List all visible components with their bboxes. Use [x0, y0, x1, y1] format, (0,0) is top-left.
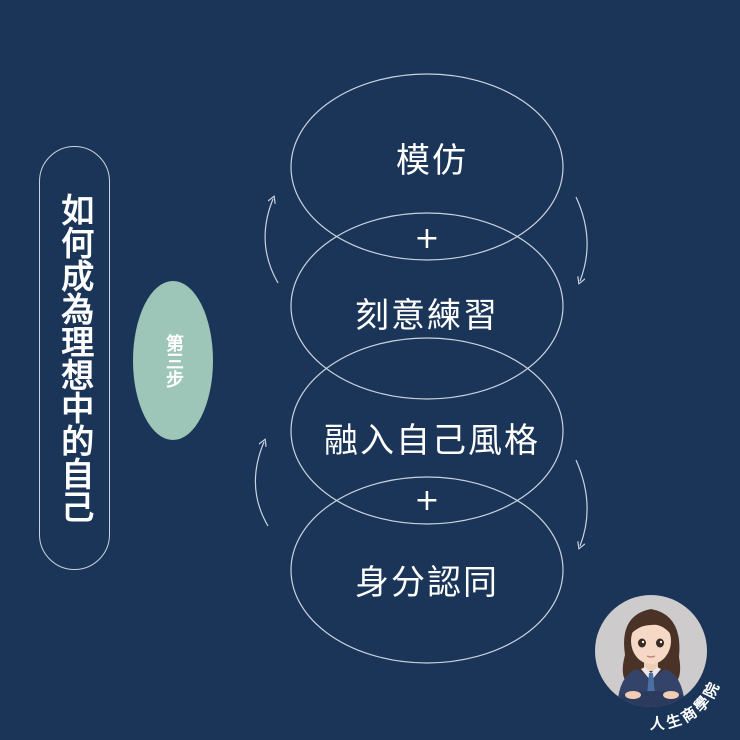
- brand-arc-text: 人生商學院: [650, 677, 725, 733]
- ellipse-step-3: [290, 337, 564, 525]
- brand-name: 人生商學院: [650, 677, 722, 733]
- plus-icon: +: [414, 221, 440, 256]
- ellipse-step-1: [290, 73, 564, 261]
- title-pill: 如何成為理想中的自己: [39, 146, 110, 570]
- ellipse-step-4: [290, 476, 564, 664]
- step-label: 融入自己風格: [324, 421, 540, 461]
- svg-text:人生商學院: 人生商學院: [650, 677, 725, 733]
- plus-icon: +: [414, 483, 440, 518]
- step-badge: 第三步: [133, 281, 213, 440]
- arrow-down-icon: [575, 196, 588, 281]
- girl-avatar-icon: [595, 595, 707, 707]
- arrow-up-icon: [254, 442, 269, 527]
- page-title: 如何成為理想中的自己: [55, 193, 95, 523]
- step-label: 身分認同: [355, 563, 499, 603]
- step-label: 刻意練習: [355, 296, 499, 336]
- ellipse-step-2: [290, 212, 564, 400]
- arrow-down-icon: [575, 459, 588, 546]
- step-badge-label: 第三步: [163, 333, 184, 388]
- step-label: 模仿: [396, 141, 468, 181]
- arrow-up-icon: [264, 199, 279, 284]
